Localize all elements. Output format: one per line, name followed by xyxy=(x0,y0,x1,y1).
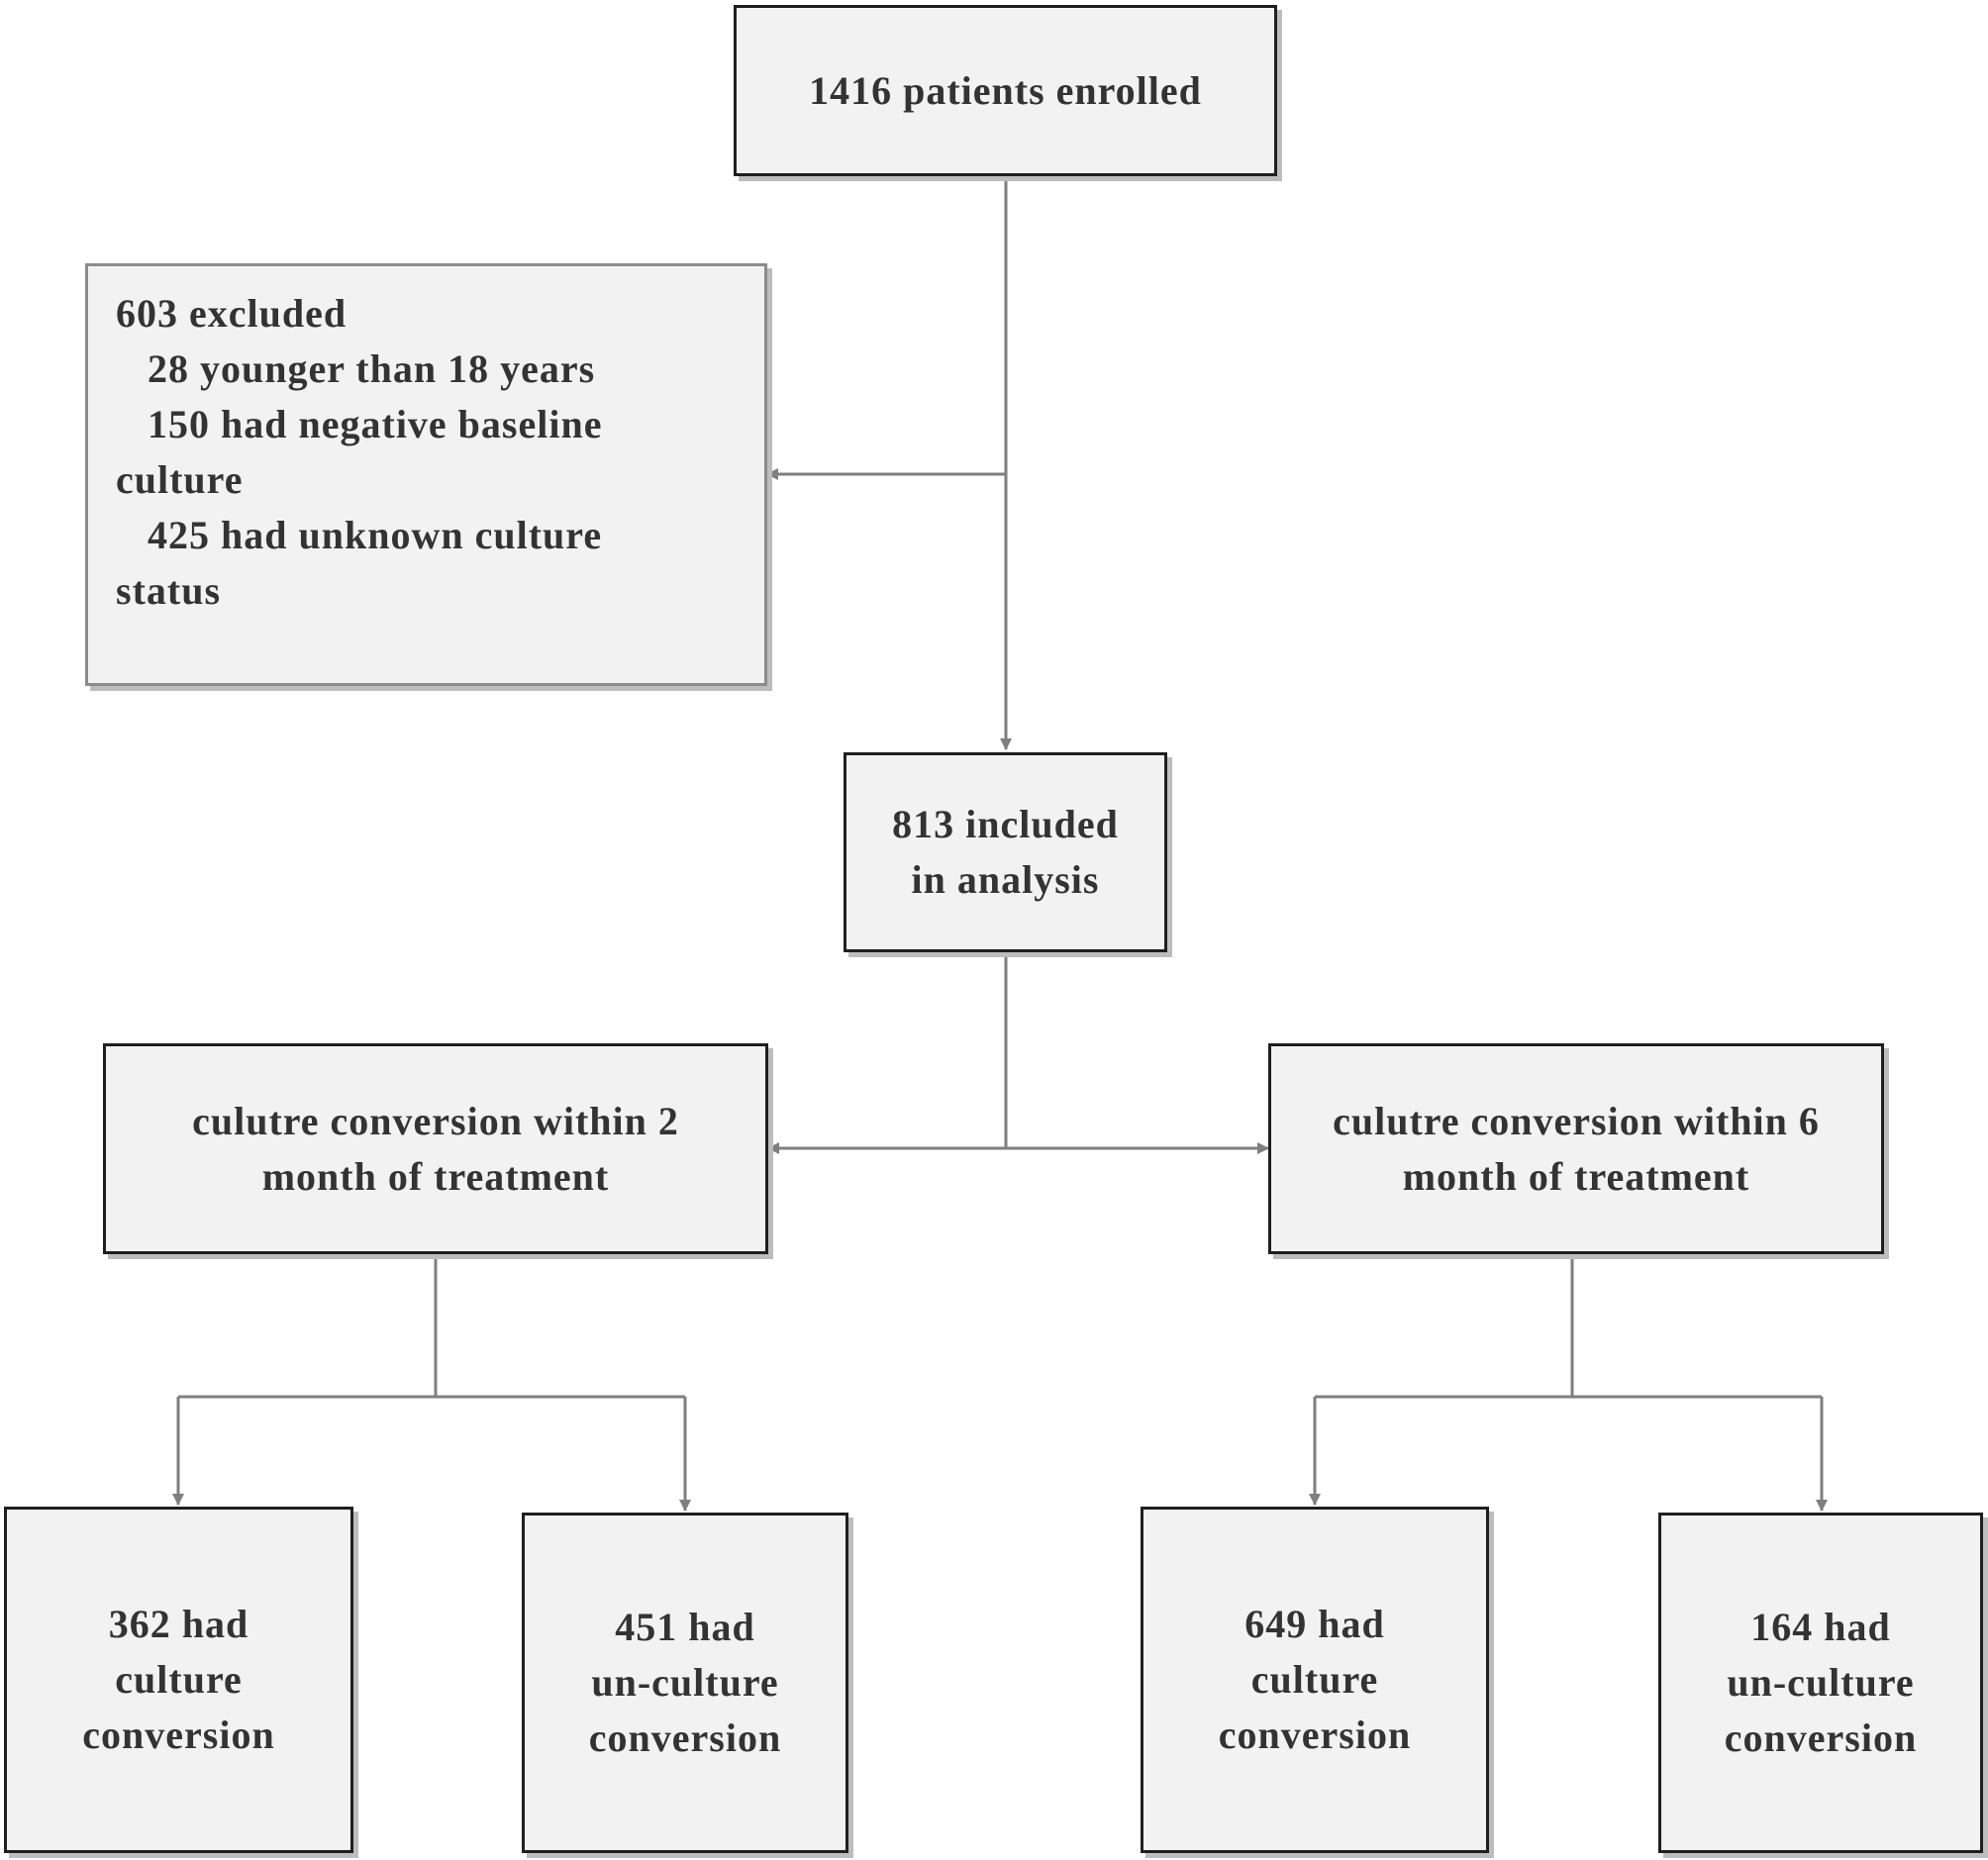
included-box: 813 included in analysis xyxy=(844,752,1167,952)
included-label: 813 included in analysis xyxy=(892,802,1119,902)
enrolled-label: 1416 patients enrolled xyxy=(809,67,1202,113)
excluded-reason-unknown-culture: 425 had unknown culture xyxy=(148,513,603,557)
excluded-reason-negative-culture-cont: culture xyxy=(116,457,244,502)
conversion-6-month-box: culutre conversion within 6 month of tre… xyxy=(1268,1043,1884,1254)
conv6-unculture-conversion-label: 164 had un-culture conversion xyxy=(1724,1605,1918,1760)
enrolled-box: 1416 patients enrolled xyxy=(734,5,1277,176)
conv6-culture-conversion-label: 649 had culture conversion xyxy=(1218,1602,1412,1757)
excluded-box: 603 excluded 28 younger than 18 years 15… xyxy=(85,263,767,686)
conv2-culture-conversion-label: 362 had culture conversion xyxy=(82,1602,275,1757)
conv6-unculture-conversion-box: 164 had un-culture conversion xyxy=(1658,1513,1983,1853)
excluded-title: 603 excluded xyxy=(116,291,348,336)
conv2-culture-conversion-box: 362 had culture conversion xyxy=(4,1507,353,1853)
conv2-unculture-conversion-label: 451 had un-culture conversion xyxy=(588,1605,782,1760)
excluded-reason-age: 28 younger than 18 years xyxy=(148,346,596,391)
conversion-2-month-box: culutre conversion within 2 month of tre… xyxy=(103,1043,768,1254)
conversion-6-month-label: culutre conversion within 6 month of tre… xyxy=(1333,1098,1820,1199)
excluded-reason-unknown-culture-cont: status xyxy=(116,568,222,613)
conversion-2-month-label: culutre conversion within 2 month of tre… xyxy=(192,1098,679,1199)
excluded-text: 603 excluded 28 younger than 18 years 15… xyxy=(116,286,602,619)
conv2-unculture-conversion-box: 451 had un-culture conversion xyxy=(522,1513,848,1853)
excluded-reason-negative-culture: 150 had negative baseline xyxy=(148,402,603,446)
conv6-culture-conversion-box: 649 had culture conversion xyxy=(1141,1507,1489,1853)
